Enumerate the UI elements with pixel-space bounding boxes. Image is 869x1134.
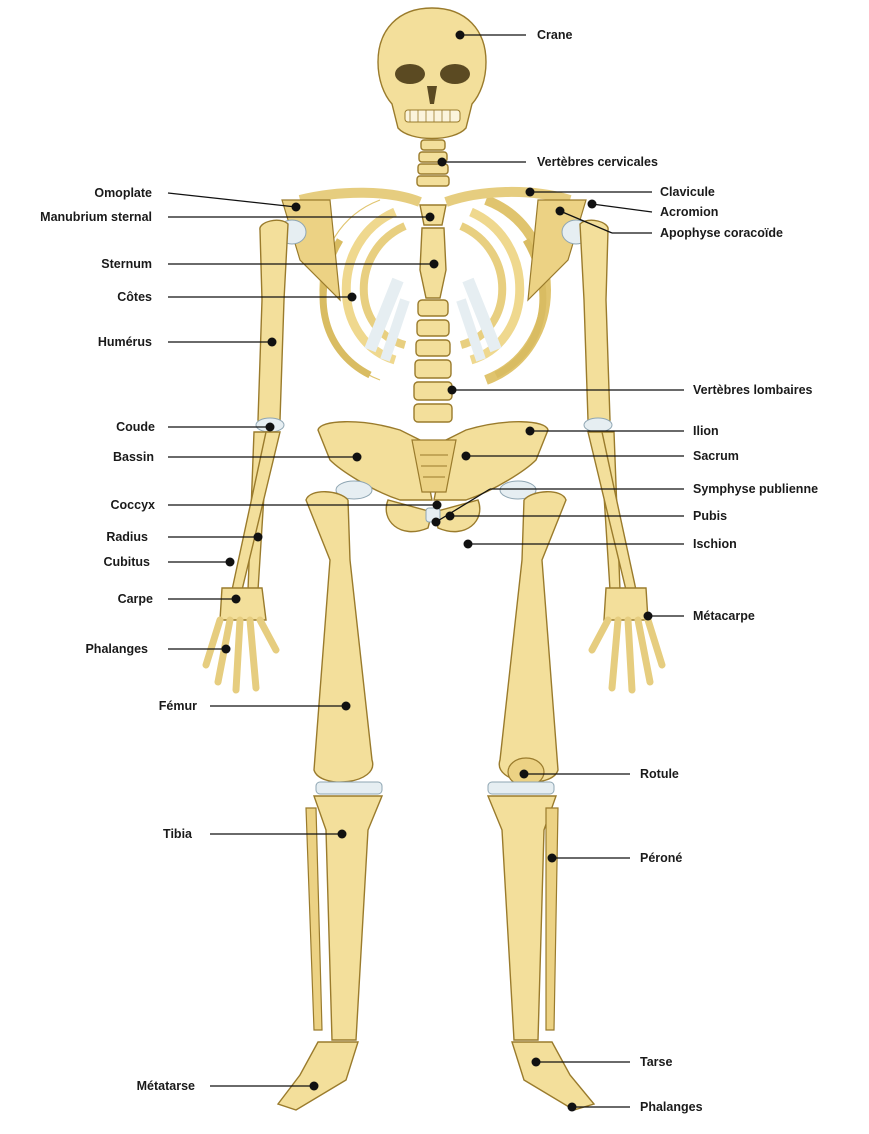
label-perone: Péroné xyxy=(640,851,682,865)
right-arm xyxy=(561,219,666,694)
skull xyxy=(377,7,487,140)
label-femur: Fémur xyxy=(159,699,197,713)
leader-dot xyxy=(253,532,263,542)
nasal-cavity xyxy=(427,86,437,104)
leader-dot xyxy=(352,452,362,462)
label-coude: Coude xyxy=(116,420,155,434)
pelvis xyxy=(317,421,549,533)
leader-dot xyxy=(341,701,351,711)
leader-dot xyxy=(431,517,441,527)
leader-dot xyxy=(455,30,465,40)
left-clavicle xyxy=(298,187,422,207)
leader-dot xyxy=(525,187,535,197)
ribcage xyxy=(319,195,551,385)
label-metacarpe: Métacarpe xyxy=(693,609,755,623)
leader-dot xyxy=(437,157,447,167)
leader-dot xyxy=(432,500,442,510)
right-orbit xyxy=(440,64,470,84)
label-sternum: Sternum xyxy=(101,257,152,271)
labels-right: Crane Vertèbres cervicales Clavicule Acr… xyxy=(431,28,818,1114)
left-arm xyxy=(202,219,307,694)
left-scapula xyxy=(281,199,341,302)
label-ischion: Ischion xyxy=(693,537,737,551)
label-apophyse-coracoide: Apophyse coracoïde xyxy=(660,226,783,240)
label-pubis: Pubis xyxy=(693,509,727,523)
left-leg xyxy=(276,480,384,1111)
leader-dot xyxy=(445,511,455,521)
leader-dot xyxy=(309,1081,319,1091)
leader-dot xyxy=(643,611,653,621)
leader-dot xyxy=(267,337,277,347)
label-tibia: Tibia xyxy=(163,827,193,841)
label-metatarse: Métatarse xyxy=(137,1079,195,1093)
label-clavicule: Clavicule xyxy=(660,185,715,199)
label-coccyx: Coccyx xyxy=(111,498,156,512)
leader-dot xyxy=(519,769,529,779)
label-phalanges-main: Phalanges xyxy=(85,642,148,656)
label-tarse: Tarse xyxy=(640,1055,672,1069)
label-vertebres-lombaires: Vertèbres lombaires xyxy=(693,383,813,397)
leader-dot xyxy=(221,644,231,654)
label-rotule: Rotule xyxy=(640,767,679,781)
label-symphyse-publienne: Symphyse publienne xyxy=(693,482,818,496)
leader-dot xyxy=(225,557,235,567)
leader-dot xyxy=(555,206,565,216)
skeleton-illustration xyxy=(202,7,666,1111)
leader-dot xyxy=(347,292,357,302)
right-scapula xyxy=(527,199,587,302)
right-clavicle xyxy=(444,187,572,207)
label-ilion: Ilion xyxy=(693,424,719,438)
leader-dot xyxy=(547,853,557,863)
leader-dot xyxy=(461,451,471,461)
lumbar-spine xyxy=(413,299,453,423)
label-acromion: Acromion xyxy=(660,205,718,219)
label-omoplate: Omoplate xyxy=(94,186,152,200)
label-vertebres-cervicales: Vertèbres cervicales xyxy=(537,155,658,169)
leader-dot xyxy=(587,199,597,209)
leader-dot xyxy=(291,202,301,212)
labels-left: Omoplate Manubrium sternal Sternum Côtes… xyxy=(40,186,442,1093)
leader-dot xyxy=(531,1057,541,1067)
leader-dot xyxy=(429,259,439,269)
label-humerus: Humérus xyxy=(98,335,152,349)
label-cubitus: Cubitus xyxy=(103,555,150,569)
label-carpe: Carpe xyxy=(118,592,153,606)
label-phalanges-pied: Phalanges xyxy=(640,1100,703,1114)
leader-dot xyxy=(463,539,473,549)
leader-dot xyxy=(265,422,275,432)
label-crane: Crane xyxy=(537,28,572,42)
label-radius: Radius xyxy=(106,530,148,544)
leader-dot xyxy=(525,426,535,436)
leader-dot xyxy=(567,1102,577,1112)
label-cotes: Côtes xyxy=(117,290,152,304)
leader-dot xyxy=(337,829,347,839)
leader-dot xyxy=(425,212,435,222)
label-sacrum: Sacrum xyxy=(693,449,739,463)
label-bassin: Bassin xyxy=(113,450,154,464)
left-orbit xyxy=(395,64,425,84)
right-leg xyxy=(486,480,596,1111)
label-manubrium-sternal: Manubrium sternal xyxy=(40,210,152,224)
leader-dot xyxy=(447,385,457,395)
leader-dot xyxy=(231,594,241,604)
